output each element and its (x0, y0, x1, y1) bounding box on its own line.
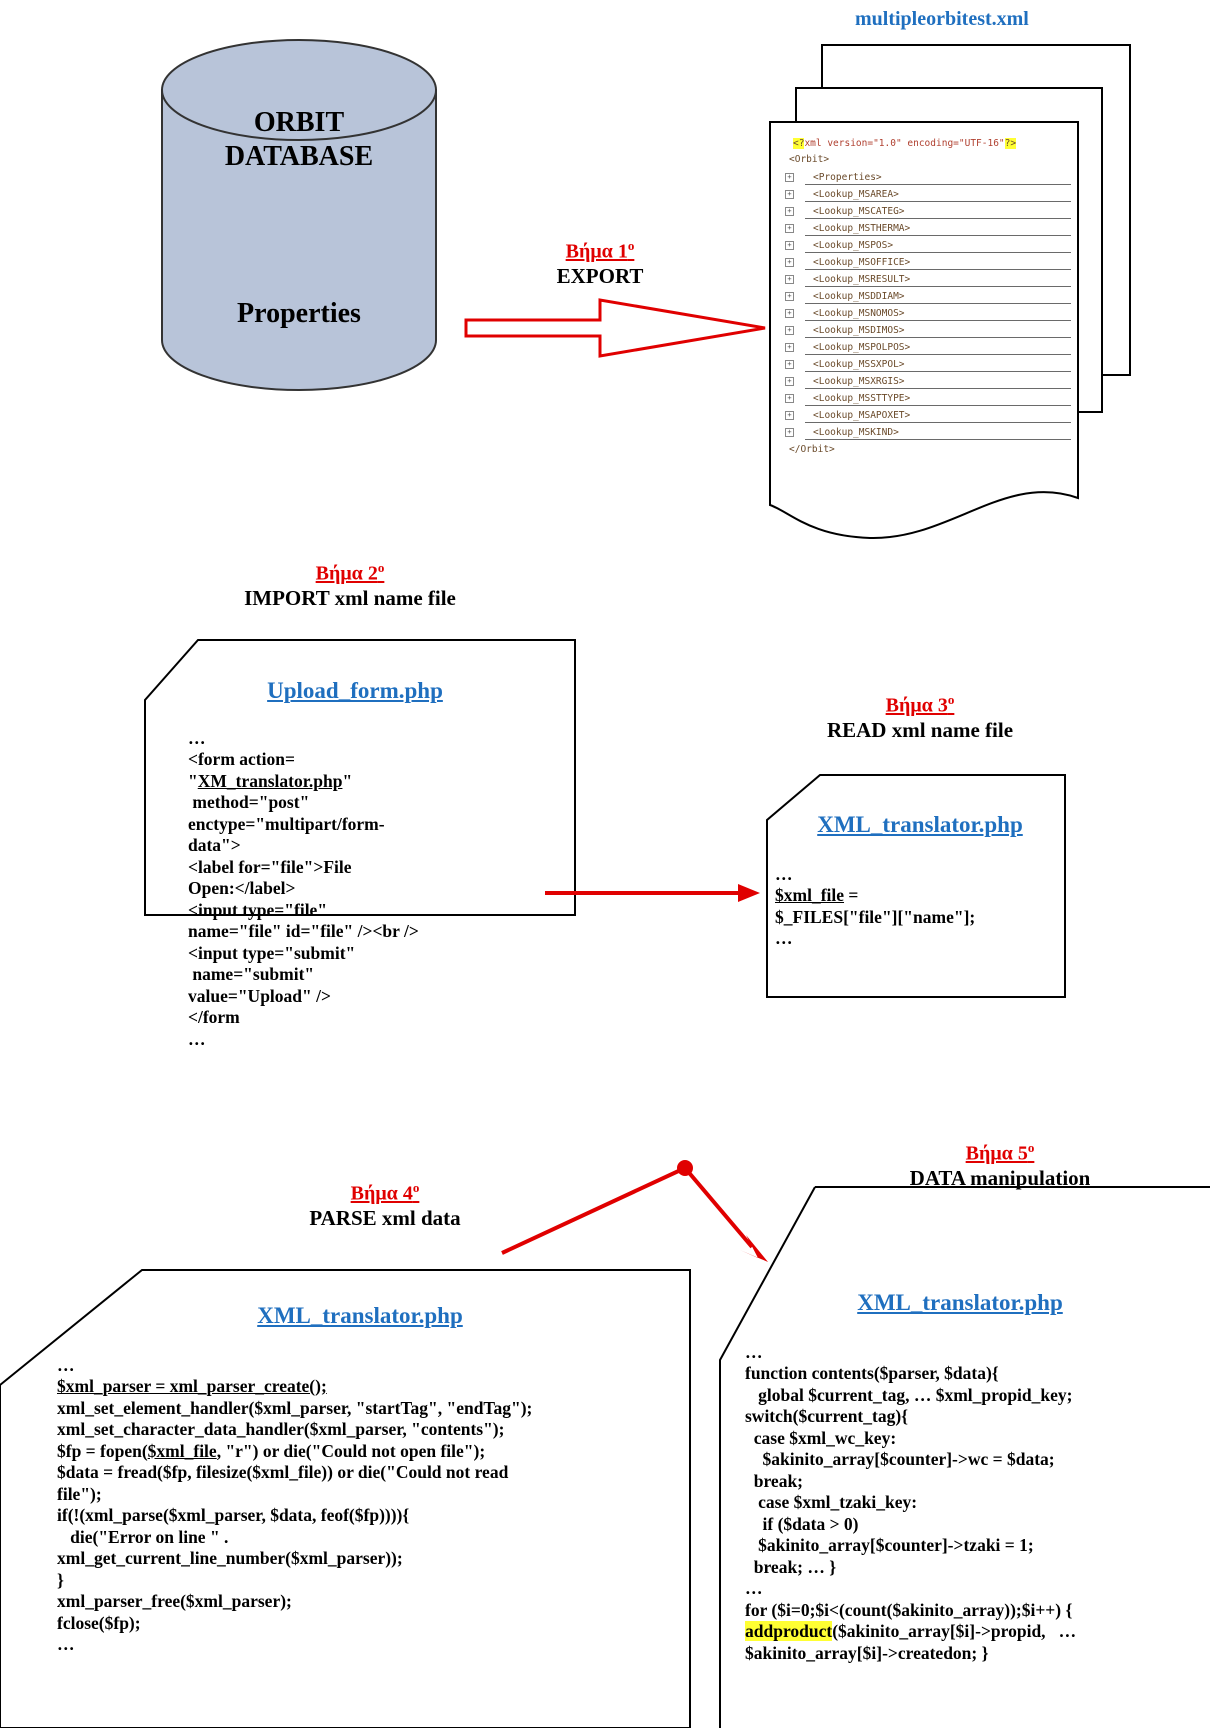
xml-document-stack (769, 44, 1131, 540)
expand-icon: + (785, 190, 794, 199)
expand-icon: + (785, 326, 794, 335)
xml-item: <Lookup_MSKIND> (813, 427, 899, 438)
xml-item: <Lookup_MSAPOXET> (813, 410, 911, 421)
xml-item-underline (805, 354, 1071, 355)
xml-item-underline (805, 422, 1071, 423)
step4-label: Βήμα 4ο (350, 1180, 420, 1205)
xml-root-close: </Orbit> (789, 444, 835, 455)
parse-document (0, 1269, 691, 1728)
addproduct-highlight: addproduct (745, 1621, 833, 1641)
parse-to-manipulation-arrow (501, 1160, 768, 1262)
expand-icon: + (785, 173, 794, 182)
expand-icon: + (785, 224, 794, 233)
export-arrow (464, 298, 766, 358)
database-title-line1: ORBIT (253, 107, 345, 138)
manipulation-document (719, 1186, 1210, 1728)
xml-item-underline (805, 405, 1071, 406)
database-title: ORBIT DATABASE (162, 106, 436, 174)
translator-parse-title: XML_translator.php (257, 1303, 463, 1328)
xml-item: <Lookup_MSOFFICE> (813, 257, 911, 268)
translator-parse-code: … $xml_parser = xml_parser_create(); xml… (57, 1354, 533, 1655)
expand-icon: + (785, 377, 794, 386)
expand-icon: + (785, 207, 794, 216)
xml-item: <Lookup_MSSTTYPE> (813, 393, 911, 404)
expand-icon: + (785, 258, 794, 267)
expand-icon: + (785, 292, 794, 301)
xml-item-underline (805, 371, 1071, 372)
translator-read-code: … $xml_file = $_FILES["file"]["name"]; … (775, 863, 976, 949)
expand-icon: + (785, 394, 794, 403)
expand-icon: + (785, 275, 794, 284)
step4-caption: PARSE xml data (309, 1205, 461, 1230)
expand-icon: + (785, 309, 794, 318)
database-cylinder (161, 39, 437, 391)
translator-manip-title: XML_translator.php (857, 1290, 1063, 1315)
step1-label: Βήμα 1ο (565, 238, 635, 263)
xml-item: <Lookup_MSDDIAM> (813, 291, 905, 302)
xml-preview: <?xml version="1.0" encoding="UTF-16"?> … (775, 138, 1075, 468)
step4-header: Βήμα 4ο PARSE xml data (250, 1180, 520, 1231)
upload-form-title: Upload_form.php (267, 678, 443, 703)
expand-icon: + (785, 360, 794, 369)
expand-icon: + (785, 411, 794, 420)
step5-caption: DATA manipulation (909, 1165, 1091, 1190)
xml-item: <Lookup_MSDIMOS> (813, 325, 905, 336)
database-table-label: Properties (237, 298, 361, 329)
xml-item: <Properties> (813, 172, 882, 183)
xml-item: <Lookup_MSRESULT> (813, 274, 911, 285)
xml-root-open: <Orbit> (789, 154, 830, 165)
step1-caption: EXPORT (556, 263, 644, 288)
read-document (766, 774, 1066, 998)
step3-header: Βήμα 3ο READ xml name file (780, 692, 1060, 743)
xml-item-underline (805, 286, 1071, 287)
step2-header: Βήμα 2ο IMPORT xml name file (200, 560, 500, 611)
xml-declaration: <?xml version="1.0" encoding="UTF-16"?> (793, 138, 1017, 149)
xml-item-underline (805, 252, 1071, 253)
xml-item-underline (805, 337, 1071, 338)
step3-caption: READ xml name file (826, 717, 1014, 742)
import-arrow (545, 884, 760, 902)
xml-item: <Lookup_MSTHERMA> (813, 223, 911, 234)
xml-item: <Lookup_MSNOMOS> (813, 308, 905, 319)
expand-icon: + (785, 241, 794, 250)
xml-file-title: multipleorbitest.xml (855, 8, 1029, 30)
step5-header: Βήμα 5ο DATA manipulation (870, 1140, 1130, 1191)
xml-item: <Lookup_MSCATEG> (813, 206, 905, 217)
xml-item-underline (805, 303, 1071, 304)
xml-item-underline (805, 320, 1071, 321)
xml-item: <Lookup_MSAREA> (813, 189, 899, 200)
xml-item-underline (805, 201, 1071, 202)
step1-header: Βήμα 1ο EXPORT (530, 238, 670, 289)
xml-item-underline (805, 184, 1071, 185)
xml-item: <Lookup_MSXRGIS> (813, 376, 905, 387)
step2-label: Βήμα 2ο (315, 560, 385, 585)
upload-form-document (144, 639, 576, 916)
expand-icon: + (785, 428, 794, 437)
xml-item-underline (805, 388, 1071, 389)
xml-item-underline (805, 235, 1071, 236)
step2-caption: IMPORT xml name file (244, 585, 456, 610)
xml-item-underline (805, 269, 1071, 270)
xml-item-underline (805, 218, 1071, 219)
translator-read-title: XML_translator.php (817, 812, 1023, 837)
translator-manip-code: … function contents($parser, $data){ glo… (745, 1341, 1077, 1663)
step3-label: Βήμα 3ο (885, 692, 955, 717)
upload-form-code: … <form action= "XM_translator.php" meth… (188, 727, 419, 1049)
xml-item-underline (805, 439, 1071, 440)
xml-item: <Lookup_MSPOLPOS> (813, 342, 911, 353)
step5-label: Βήμα 5ο (965, 1140, 1035, 1165)
xml-item: <Lookup_MSPOS> (813, 240, 894, 251)
xml-item: <Lookup_MSSXPOL> (813, 359, 905, 370)
database-title-line2: DATABASE (224, 141, 374, 172)
expand-icon: + (785, 343, 794, 352)
